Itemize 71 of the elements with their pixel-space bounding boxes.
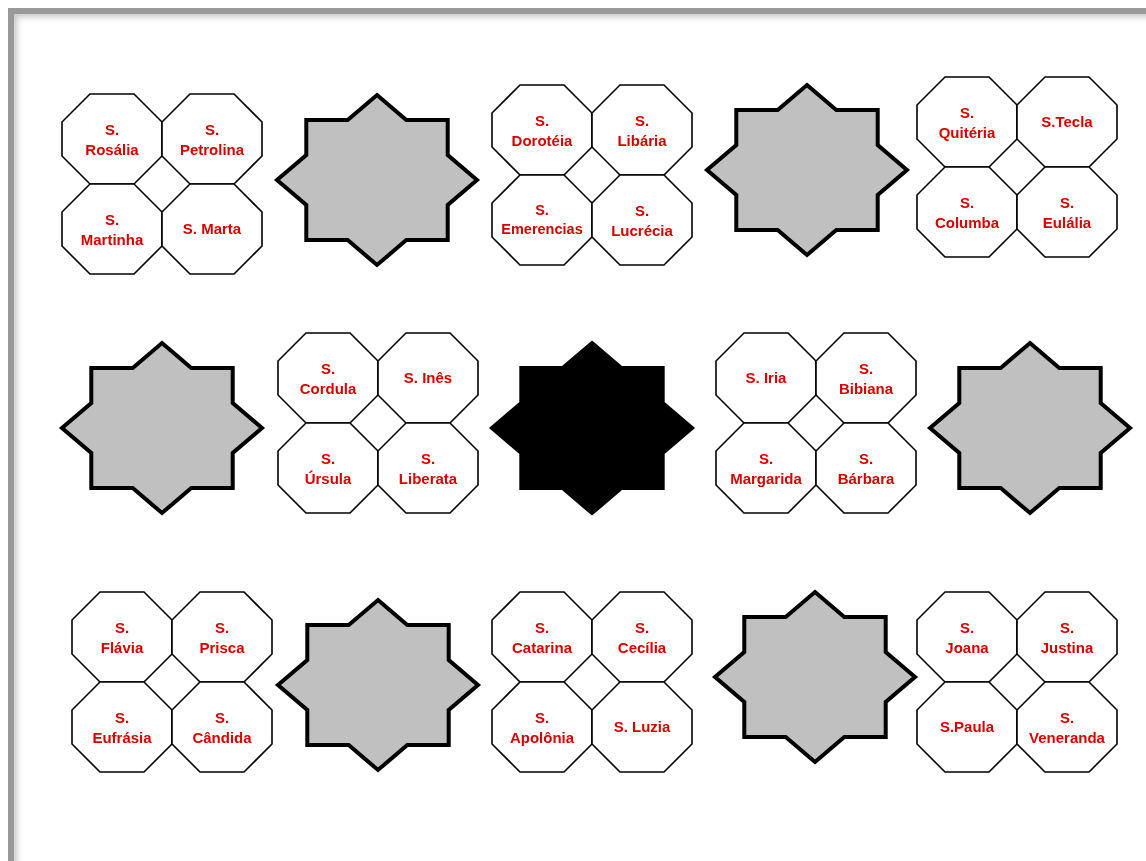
saint-name: S. Libária: [617, 110, 667, 150]
octagon-tile: [816, 423, 916, 513]
star-shape: [715, 592, 915, 762]
saint-name: S. Marta: [182, 219, 242, 239]
star-shape: [707, 85, 907, 255]
saint-name: S. Quitéria: [938, 102, 996, 142]
saint-name: S. Cordula: [299, 358, 357, 398]
octagon-tile: [162, 184, 262, 274]
saint-name: S. Petrolina: [179, 119, 245, 159]
saint-name: S. Bárbara: [837, 448, 895, 488]
star-shape: [492, 343, 692, 513]
octagon-tile: [162, 94, 262, 184]
saint-name: S. Inês: [403, 368, 453, 388]
saint-name: S. Catarina: [512, 617, 572, 657]
octagon-tile: [1017, 592, 1117, 682]
octagon-tile: [917, 77, 1017, 167]
octagon-tile: [378, 423, 478, 513]
octagon-tile: [492, 175, 592, 265]
octagon-tile: [1017, 77, 1117, 167]
octagon-tile: [492, 592, 592, 682]
saint-name: S. Bibiana: [838, 358, 894, 398]
saint-name: S. Úrsula: [304, 448, 352, 488]
saint-name: S. Dorotéia: [511, 110, 573, 150]
octagon-tile: [1017, 682, 1117, 772]
saint-name: S. Flávia: [100, 617, 144, 657]
saint-name: S. Luzia: [613, 717, 671, 737]
octagon-tile: [716, 423, 816, 513]
octagon-tile: [716, 333, 816, 423]
saint-name: S. Cândida: [192, 707, 252, 747]
octagon-tile: [278, 423, 378, 513]
star-shape: [277, 95, 477, 265]
saint-name: S. Apolônia: [509, 707, 575, 747]
octagon-tile: [592, 682, 692, 772]
saint-name: S. Prisca: [199, 617, 245, 657]
saint-name: S. Margarida: [730, 448, 802, 488]
saint-name: S. Veneranda: [1029, 707, 1105, 747]
saint-name: S. Joana: [945, 617, 989, 657]
saint-name: S. Emerencias: [501, 201, 583, 239]
octagon-tile: [917, 592, 1017, 682]
octagon-tile: [278, 333, 378, 423]
octagon-tile: [172, 682, 272, 772]
octagon-tile: [592, 85, 692, 175]
octagon-tile: [816, 333, 916, 423]
saint-name: S.Paula: [939, 717, 995, 737]
octagon-tile: [592, 175, 692, 265]
octagon-tile: [917, 167, 1017, 257]
octagon-tile: [1017, 167, 1117, 257]
star-shape: [62, 343, 262, 513]
octagon-tile: [378, 333, 478, 423]
octagon-tile: [592, 592, 692, 682]
octagon-tile: [172, 592, 272, 682]
saint-name: S. Rosália: [85, 119, 139, 159]
saint-name: S. Eufrásia: [92, 707, 152, 747]
saint-name: S. Cecília: [617, 617, 667, 657]
saint-name: S. Justina: [1040, 617, 1094, 657]
saint-name: S. Martinha: [80, 209, 144, 249]
saint-name: S. Lucrécia: [611, 200, 673, 240]
octagon-tile: [72, 592, 172, 682]
star-shape: [930, 343, 1130, 513]
star-shape: [278, 600, 478, 770]
octagon-tile: [492, 682, 592, 772]
saint-name: S.Tecla: [1041, 112, 1093, 132]
octagon-tile: [62, 184, 162, 274]
octagon-tile: [62, 94, 162, 184]
saint-name: S. Eulália: [1042, 192, 1092, 232]
octagon-tile: [917, 682, 1017, 772]
saint-name: S. Liberata: [398, 448, 458, 488]
saint-name: S. Columba: [934, 192, 1000, 232]
saint-name: S. Iria: [745, 368, 787, 388]
octagon-tile: [492, 85, 592, 175]
octagon-tile: [72, 682, 172, 772]
